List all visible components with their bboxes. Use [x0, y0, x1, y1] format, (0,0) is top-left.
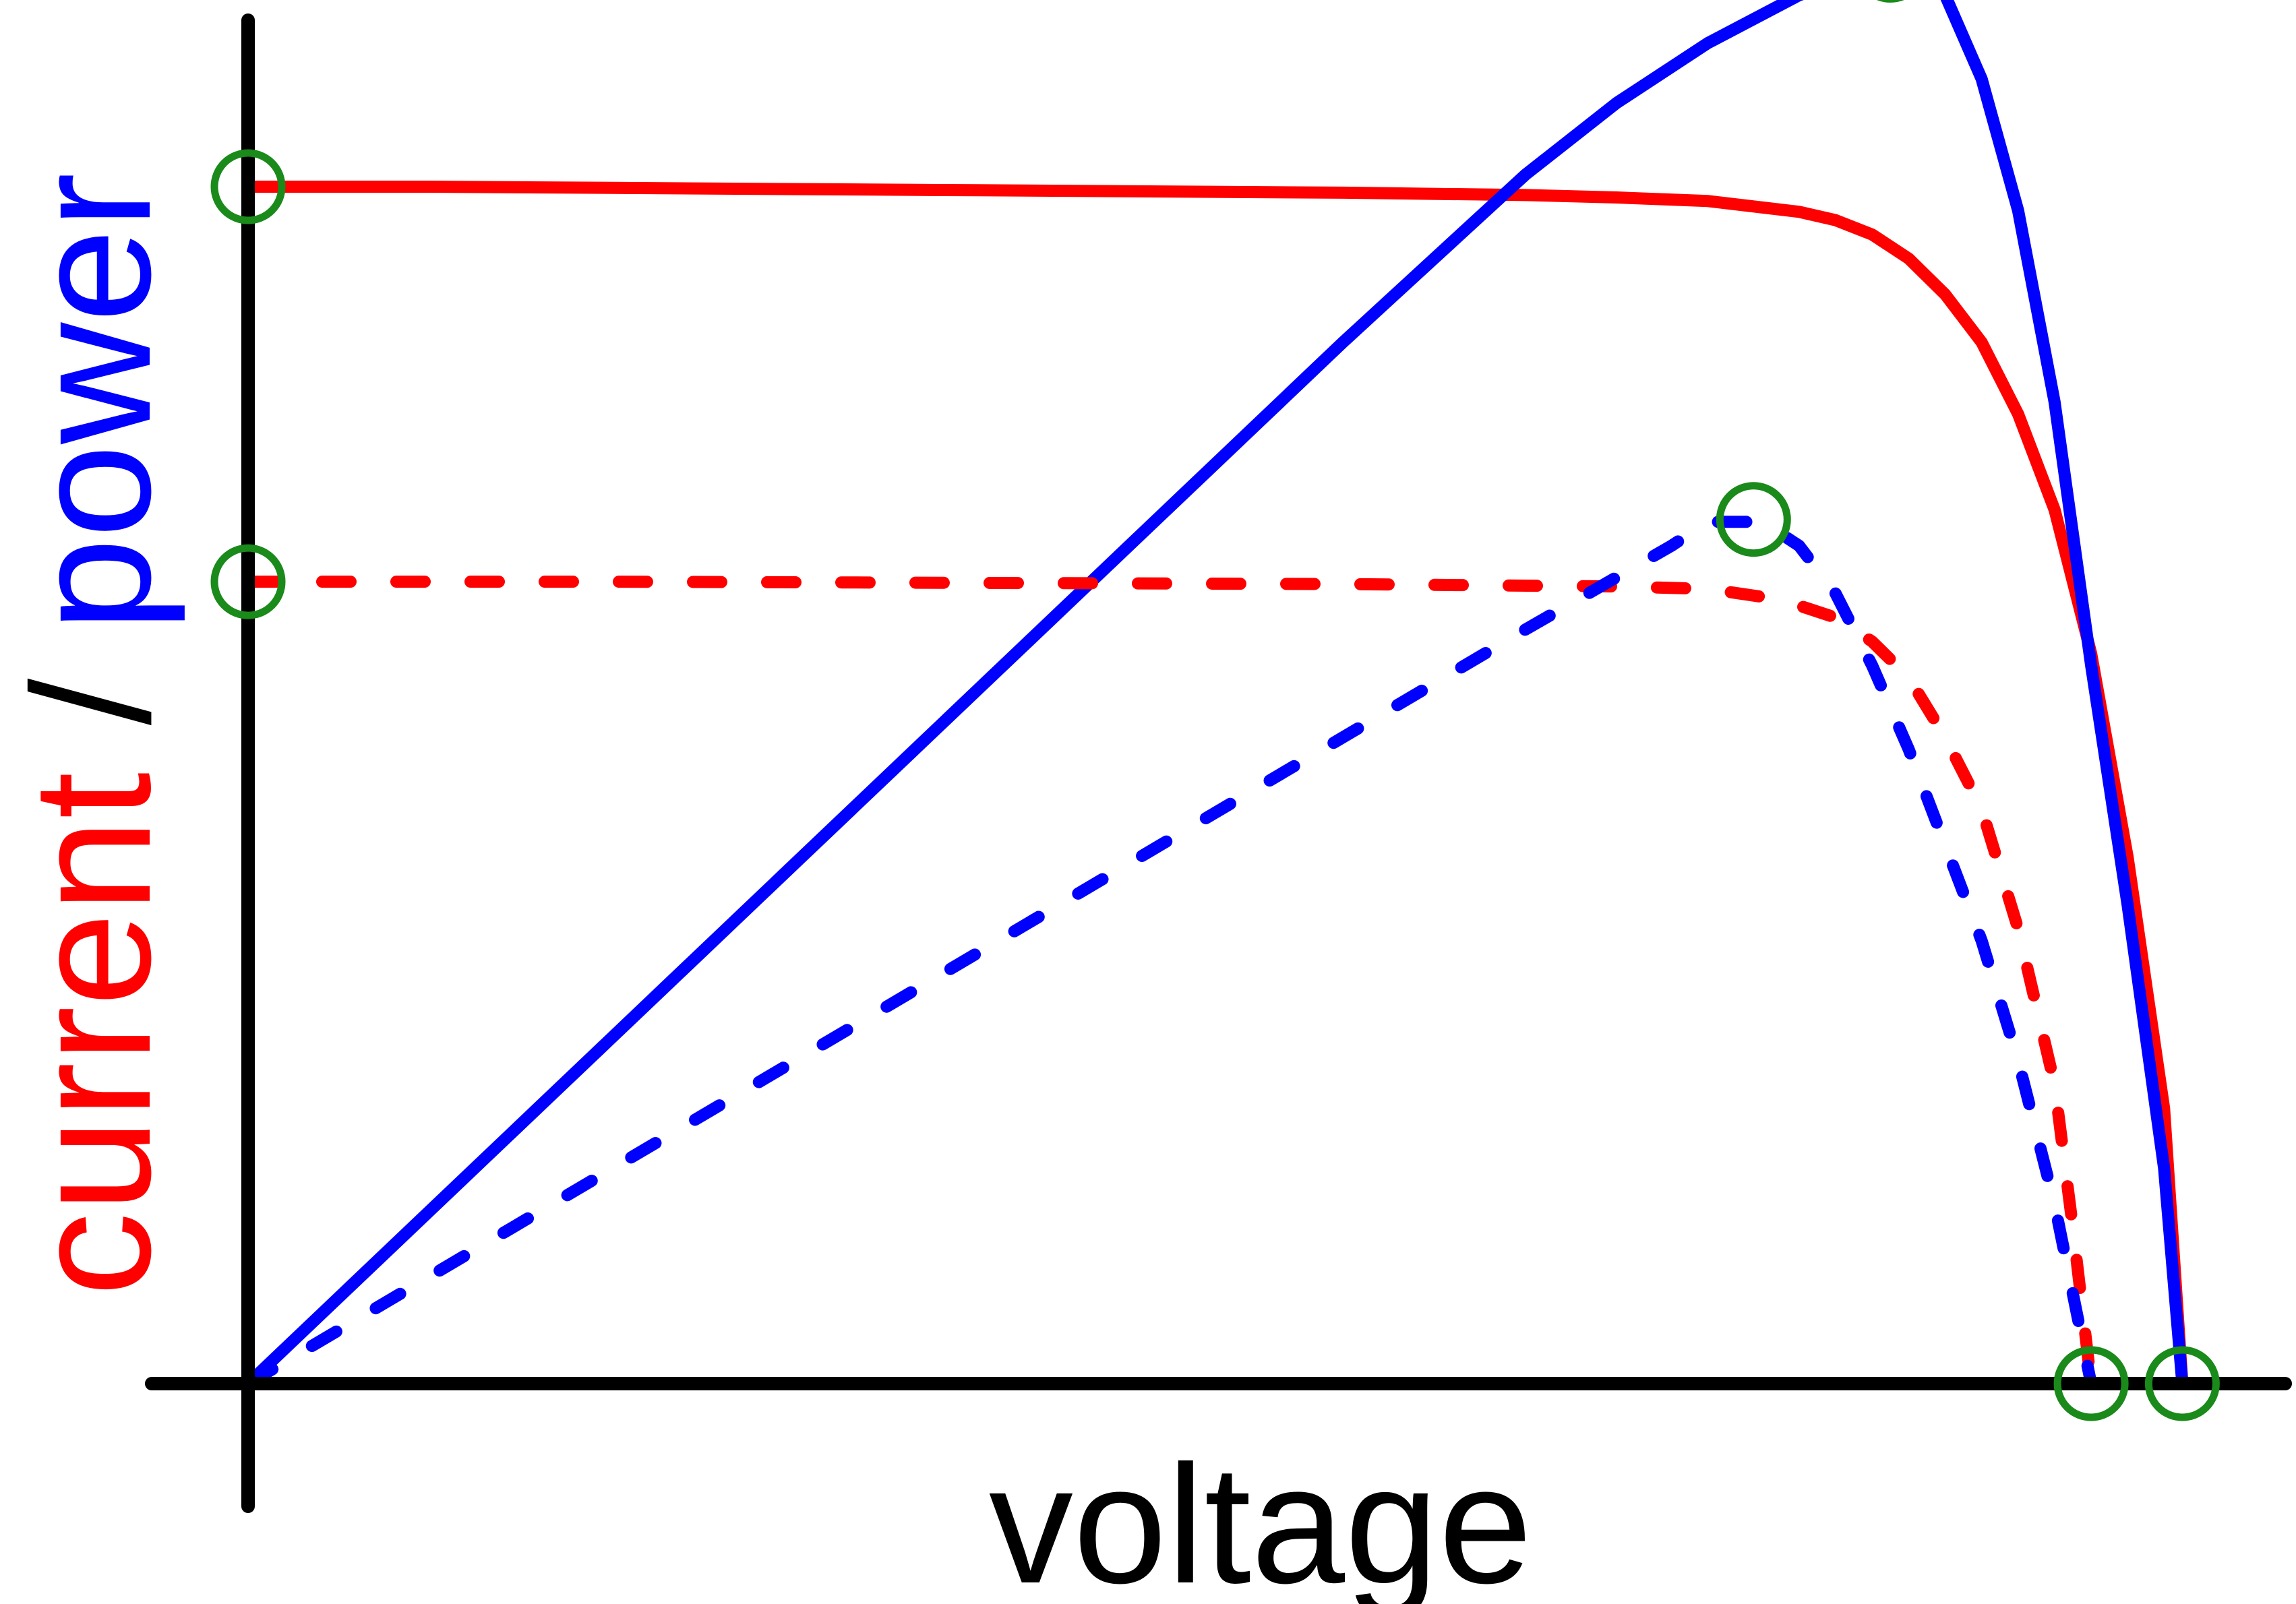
y-axis-label-part-2: power [0, 173, 185, 631]
series-line-power-dashed [242, 516, 2098, 1390]
y-axis-label: current / power [0, 173, 185, 1296]
marker-isc-full [210, 149, 286, 224]
marker-layer [210, 0, 2220, 1421]
series-line-current-solid [242, 181, 2189, 1390]
x-axis-label: voltage [989, 1430, 1532, 1604]
marker-voc-full [2144, 1346, 2220, 1421]
marker-isc-reduced [210, 544, 286, 619]
marker-pmax-reduced [1716, 482, 1791, 557]
series-line-power-solid [242, 0, 2189, 1390]
y-axis-label-part-0: current [0, 772, 185, 1297]
y-axis-label-part-1: / [0, 631, 185, 772]
series-layer [242, 0, 2189, 1390]
marker-voc-reduced [2053, 1346, 2129, 1421]
series-line-current-dashed [242, 576, 2098, 1390]
